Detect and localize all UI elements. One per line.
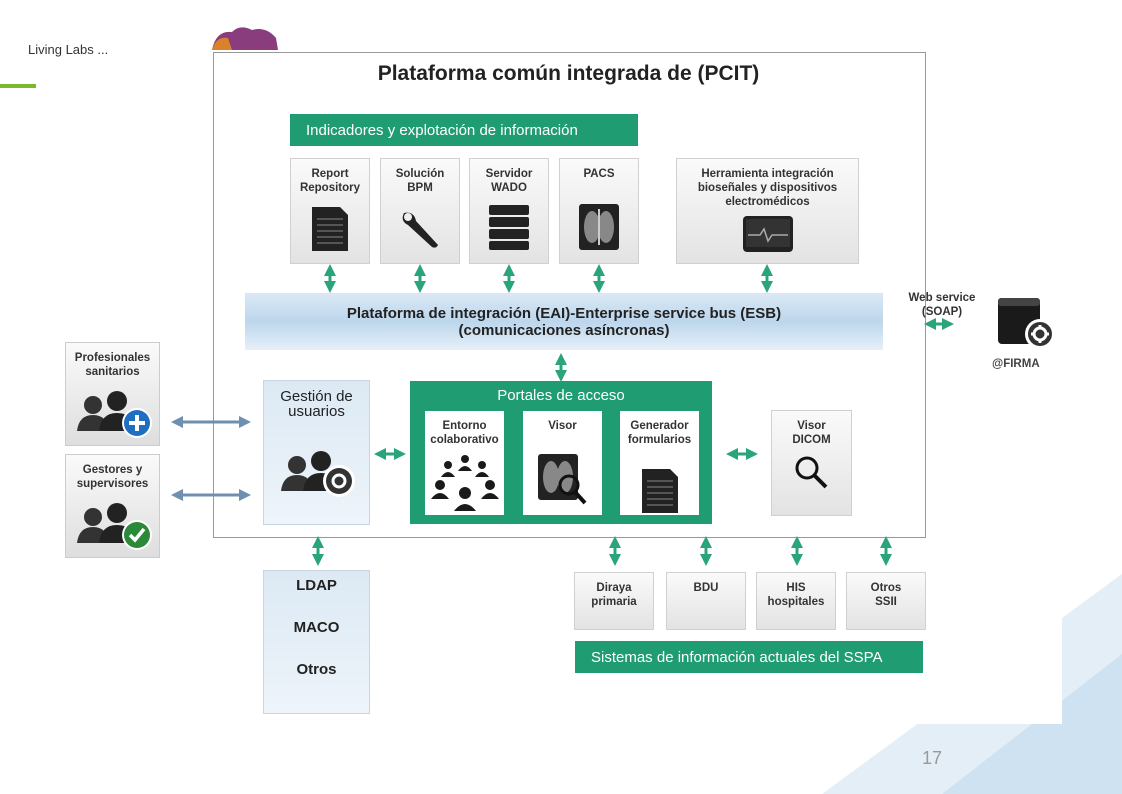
card-label: Servidor WADO <box>485 168 533 194</box>
esb-line1: Plataforma de integración (EAI)-Enterpri… <box>346 304 782 322</box>
xray-search-icon <box>537 454 586 505</box>
card-profesionales-sanitarios: Profesionales sanitarios <box>65 342 160 446</box>
firma-label: @FIRMA <box>992 358 1040 370</box>
card-herramienta-integracion: Herramienta integración bioseñales y dis… <box>676 158 859 264</box>
card-bdu: BDU <box>666 572 746 630</box>
card-solucion-bpm: Solución BPM <box>380 158 460 264</box>
sspa-bar: Sistemas de información actuales del SSP… <box>575 641 923 673</box>
users-gear-icon <box>280 451 355 497</box>
card-label: Visor <box>548 420 577 432</box>
card-label: Entorno colaborativo <box>430 420 499 446</box>
ldap-panel: LDAP MACO Otros <box>263 570 370 714</box>
page-title: Plataforma común integrada de (PCIT) <box>377 62 760 85</box>
gestion-usuarios-label: Gestión de usuarios <box>280 388 353 420</box>
gestion-usuarios-panel: Gestión de usuarios <box>263 380 370 525</box>
card-label: HIS hospitales <box>767 582 825 608</box>
card-diraya-primaria: Diraya primaria <box>574 572 654 630</box>
otros-item: Otros <box>296 661 337 678</box>
card-label: Herramienta integración bioseñales y dis… <box>697 168 838 208</box>
card-label: Otros SSII <box>870 582 902 608</box>
form-document-icon <box>641 469 678 513</box>
card-label: Gestores y supervisores <box>76 464 149 490</box>
card-label: Visor DICOM <box>792 420 831 446</box>
card-label: Diraya primaria <box>591 582 637 608</box>
card-label: Profesionales sanitarios <box>74 352 151 378</box>
maco-item: MACO <box>293 619 340 636</box>
card-pacs: PACS <box>559 158 639 264</box>
header-text: Living Labs ... <box>28 42 109 57</box>
slide-number: 17 <box>922 748 943 768</box>
card-label: Solución BPM <box>395 168 445 194</box>
logo <box>212 27 278 50</box>
card-gestores-supervisores: Gestores y supervisores <box>65 454 160 558</box>
portales-title: Portales de acceso <box>497 387 625 404</box>
portales-panel: Portales de acceso Entorno colaborativo … <box>410 381 712 524</box>
esb-line2: (comunicaciones asíncronas) <box>458 321 670 339</box>
xray-icon <box>579 204 619 250</box>
card-visor: Visor <box>523 411 602 515</box>
users-add-icon <box>76 391 152 438</box>
card-label: PACS <box>583 168 615 180</box>
card-otros-ssii: Otros SSII <box>846 572 926 630</box>
card-label: Report Repository <box>299 168 361 194</box>
ldap-item: LDAP <box>296 577 337 594</box>
wrench-icon <box>402 212 438 248</box>
card-generador-formularios: Generador formularios <box>620 411 699 515</box>
card-servidor-wado: Servidor WADO <box>469 158 549 264</box>
card-visor-dicom: Visor DICOM <box>771 410 852 516</box>
card-his-hospitales: HIS hospitales <box>756 572 836 630</box>
card-label: BDU <box>693 582 719 594</box>
magnifier-icon <box>795 456 827 489</box>
esb-bar: Plataforma de integración (EAI)-Enterpri… <box>245 293 883 350</box>
card-label: Generador formularios <box>627 420 692 446</box>
accent-line <box>0 84 36 88</box>
people-network-icon <box>430 455 499 511</box>
card-report-repository: Report Repository <box>290 158 370 264</box>
server-gear-icon <box>998 298 1055 349</box>
monitor-icon <box>742 216 793 252</box>
server-icon <box>489 205 529 250</box>
web-service-label: Web service (SOAP) <box>908 292 976 318</box>
users-check-icon <box>76 503 152 550</box>
card-entorno-colaborativo: Entorno colaborativo <box>425 411 504 515</box>
indicators-bar: Indicadores y explotación de información <box>290 114 638 146</box>
document-icon <box>312 207 348 251</box>
